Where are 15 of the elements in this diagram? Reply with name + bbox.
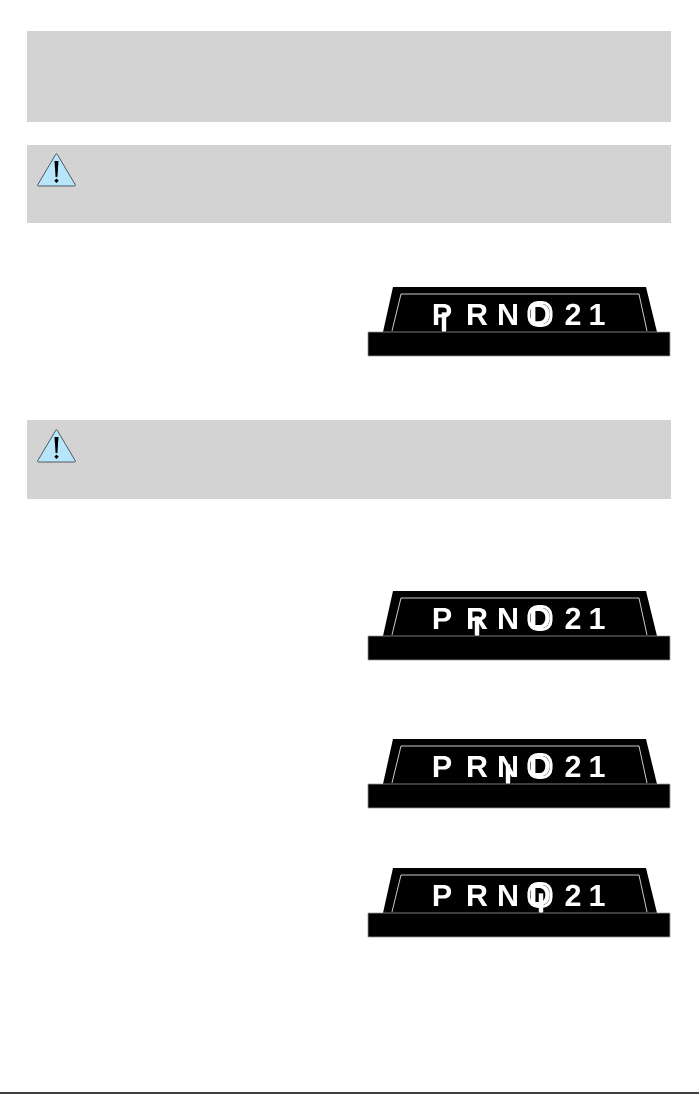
warning-box <box>27 420 671 499</box>
gear-letter: 1 <box>590 608 605 629</box>
gear-letter: 1 <box>590 756 605 777</box>
gear-letter: P <box>433 756 452 777</box>
gear-letter: R <box>468 756 488 777</box>
gear-letter: R <box>468 304 488 325</box>
gear-letter: 1 <box>590 885 605 906</box>
gear-letter: P <box>433 885 452 906</box>
gear-letter: 2 <box>565 303 581 325</box>
note-box <box>27 31 671 122</box>
gear-letter: R <box>468 885 488 906</box>
gear-letter: N <box>499 304 517 325</box>
warning-box <box>27 145 671 223</box>
gear-letter: P <box>433 608 452 629</box>
gear-letter: 1 <box>590 304 605 325</box>
